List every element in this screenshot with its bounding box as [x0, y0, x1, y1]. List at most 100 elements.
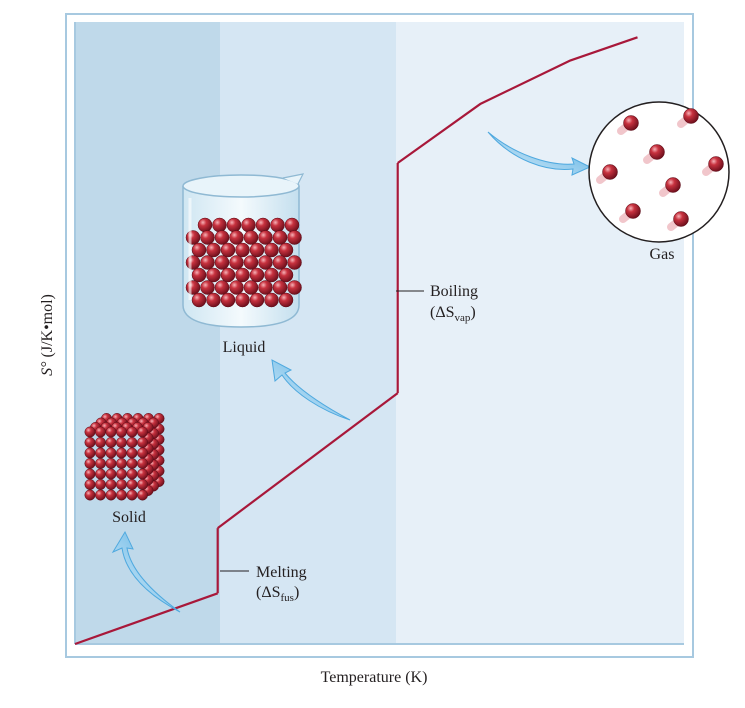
gas-particle	[602, 164, 618, 180]
solid-particle	[105, 447, 117, 459]
liquid-particle	[243, 255, 259, 270]
liquid-particle	[241, 217, 256, 233]
liquid-label: Liquid	[223, 339, 266, 356]
solid-particle	[105, 426, 117, 438]
solid-particle	[137, 468, 148, 480]
liquid-particle	[255, 217, 271, 233]
liquid-particle	[287, 280, 302, 295]
liquid-particle	[287, 255, 302, 270]
liquid-particle	[191, 267, 207, 283]
liquid-particle	[249, 242, 265, 258]
gas-particle	[625, 203, 641, 219]
liquid-particle	[220, 242, 236, 258]
entropy-curve	[74, 36, 638, 646]
liquid-particle	[278, 267, 294, 283]
solid-particle	[84, 426, 96, 438]
solid-particle	[84, 447, 96, 459]
solid-particle	[116, 468, 127, 480]
solid-particle	[105, 437, 117, 448]
solid-arrow	[111, 530, 181, 613]
liquid-particle	[270, 217, 285, 233]
solid-particle	[116, 458, 127, 469]
solid-label: Solid	[112, 509, 146, 526]
liquid-particle	[214, 280, 230, 295]
plot-area	[65, 13, 694, 658]
liquid-particle	[200, 230, 215, 245]
liquid-particle	[272, 280, 288, 295]
liquid-particle	[287, 230, 302, 245]
liquid-particle	[206, 292, 221, 308]
liquid-particle	[258, 230, 273, 245]
liquid-particle	[206, 242, 221, 258]
liquid-particle	[258, 280, 273, 295]
curve-segment-solid	[74, 592, 219, 646]
liquid-particle	[200, 280, 215, 295]
x-axis-label: Temperature (K)	[321, 669, 428, 686]
solid-particle	[116, 489, 127, 501]
liquid-particle	[229, 230, 244, 245]
solid-particle	[84, 479, 96, 490]
curve-segment-liquid	[217, 392, 399, 529]
curve-segment-gas	[397, 36, 638, 164]
solid-particle	[105, 458, 117, 469]
solid-particle	[84, 458, 96, 469]
plot-frame	[65, 13, 694, 658]
liquid-particle	[229, 280, 244, 295]
solid-particle	[95, 437, 106, 448]
liquid-particle	[229, 255, 244, 270]
solid-particle	[137, 479, 148, 490]
liquid-particle	[284, 217, 300, 233]
boiling-label: Boiling	[430, 283, 478, 300]
liquid-particle	[264, 292, 279, 308]
liquid-particle	[191, 292, 207, 308]
liquid-particle	[243, 230, 259, 245]
solid-particle	[95, 426, 106, 438]
liquid-particle	[278, 242, 294, 258]
solid-particle	[84, 437, 96, 448]
liquid-particle	[214, 230, 230, 245]
solid-particle	[137, 437, 148, 448]
solid-particle	[137, 489, 148, 501]
solid-particle	[105, 489, 117, 501]
gas-arrow	[487, 131, 592, 176]
solid-particle	[126, 468, 138, 480]
liquid-particle	[272, 255, 288, 270]
liquid-particle	[185, 280, 201, 295]
liquid-particle	[235, 292, 250, 308]
liquid-particle	[258, 255, 273, 270]
solid-particle	[137, 426, 148, 438]
liquid-particle	[220, 267, 236, 283]
solid-particle	[137, 458, 148, 469]
liquid-particle	[191, 242, 207, 258]
solid-particle	[84, 489, 96, 501]
solid-particle	[126, 437, 138, 448]
solid-cube-icon	[84, 413, 165, 501]
solid-particle	[116, 426, 127, 438]
liquid-particle	[249, 292, 265, 308]
liquid-particle	[200, 255, 215, 270]
liquid-particle	[226, 217, 242, 233]
solid-particle	[116, 437, 127, 448]
solid-particle	[105, 468, 117, 480]
liquid-particle	[206, 267, 221, 283]
liquid-particle	[185, 255, 201, 270]
solid-particle	[116, 447, 127, 459]
gas-circle-icon	[588, 101, 730, 243]
liquid-particle	[235, 267, 250, 283]
solid-particle	[95, 479, 106, 490]
melting-label: Melting	[256, 564, 307, 581]
liquid-particle	[243, 280, 259, 295]
liquid-particle	[197, 217, 213, 233]
solid-particle	[95, 468, 106, 480]
solid-particle	[116, 479, 127, 490]
liquid-particle	[272, 230, 288, 245]
gas-particle	[683, 108, 699, 124]
solid-particle	[137, 447, 148, 459]
solid-particle	[95, 458, 106, 469]
liquid-particle	[264, 267, 279, 283]
liquid-beaker-icon	[182, 173, 305, 328]
gas-particle	[708, 156, 724, 172]
liquid-particle	[249, 267, 265, 283]
liquid-particle	[214, 255, 230, 270]
region-liquid	[220, 22, 396, 644]
